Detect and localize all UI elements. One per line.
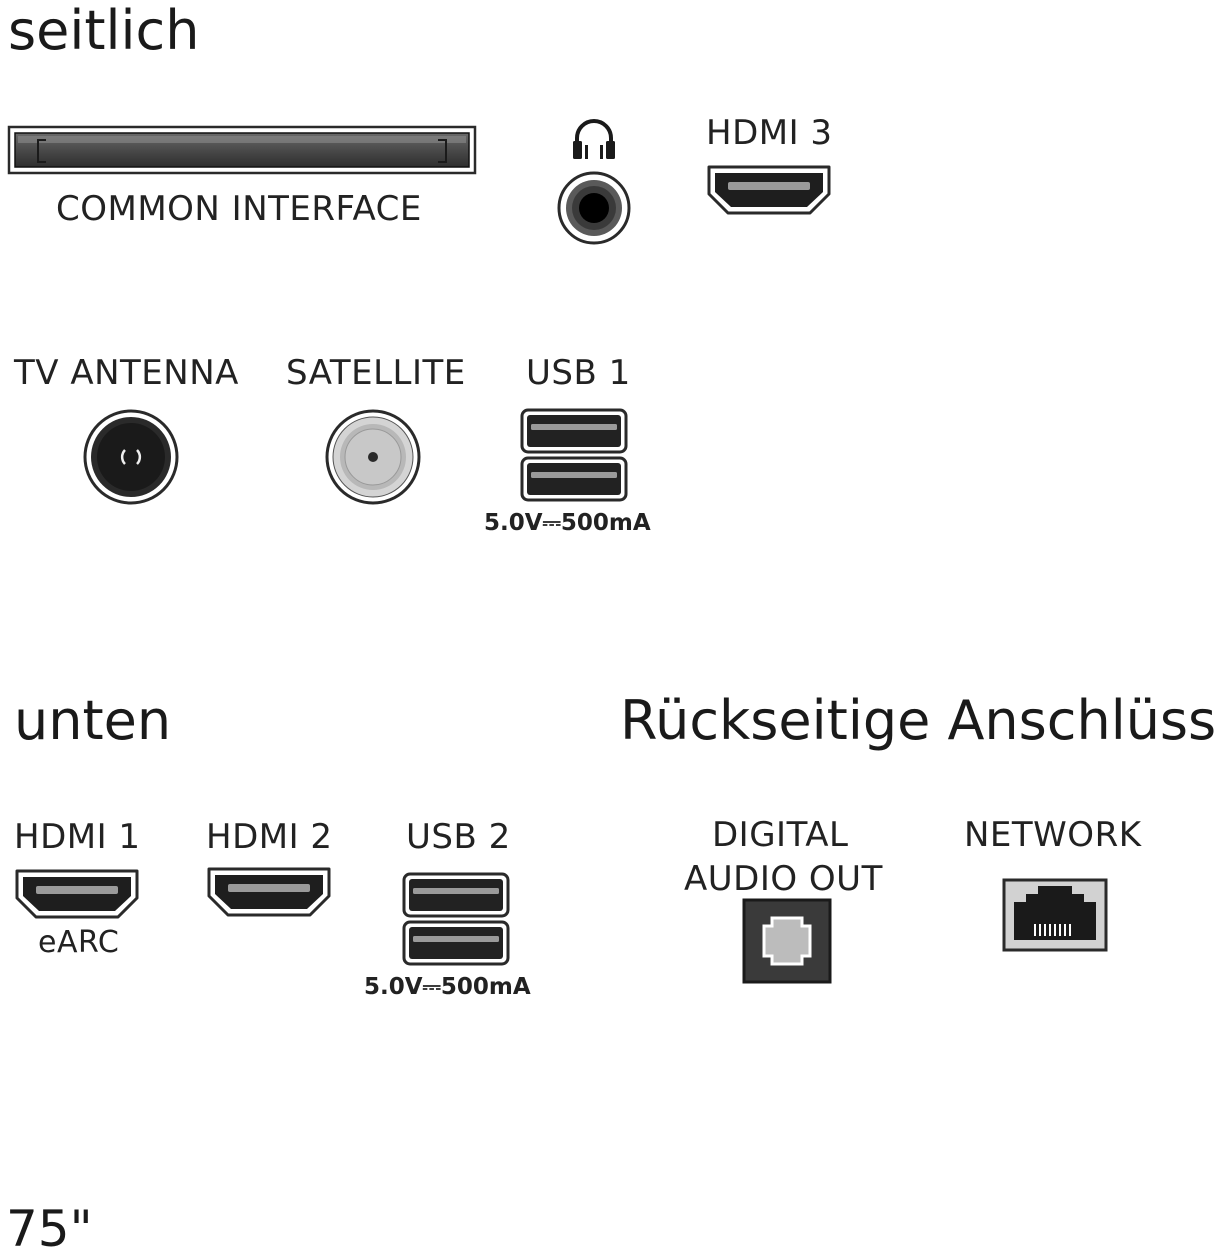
usb-port-icon [402, 872, 510, 966]
digital-audio-label-line2: AUDIO OUT [684, 859, 883, 899]
hdmi1-earc-label: eARC [38, 925, 120, 960]
section-title-side: seitlich [8, 0, 200, 62]
section-title-bottom: unten [14, 689, 172, 752]
usb1-label: USB 1 [526, 353, 631, 393]
digital-audio-label-line1: DIGITAL [712, 815, 849, 855]
usb1-power-rating: 5.0V⎓500mA [484, 510, 651, 536]
hdmi3-label: HDMI 3 [706, 113, 833, 153]
headphone-icon [573, 119, 615, 159]
satellite-label: SATELLITE [286, 353, 466, 393]
hdmi1-label: HDMI 1 [14, 817, 141, 857]
ethernet-rj45-icon [1002, 878, 1108, 952]
section-title-rear: Rückseitige Anschlüsse [620, 689, 1218, 752]
network-label: NETWORK [964, 815, 1142, 855]
model-size-label: 75" [6, 1200, 93, 1258]
usb-port-icon [520, 408, 628, 502]
hdmi-port-icon [707, 165, 831, 215]
hdmi-port-icon [15, 869, 139, 919]
usb2-power-rating: 5.0V⎓500mA [364, 974, 531, 1000]
hdmi2-label: HDMI 2 [206, 817, 333, 857]
satellite-f-connector-icon [325, 409, 421, 505]
usb2-label: USB 2 [406, 817, 511, 857]
common-interface-label: COMMON INTERFACE [56, 189, 422, 229]
headphone-jack-icon [557, 171, 631, 245]
antenna-coax-icon [83, 409, 179, 505]
optical-audio-port-icon [742, 898, 832, 984]
hdmi-port-icon [207, 867, 331, 917]
tv-antenna-label: TV ANTENNA [14, 353, 239, 393]
common-interface-slot-icon [7, 125, 477, 175]
